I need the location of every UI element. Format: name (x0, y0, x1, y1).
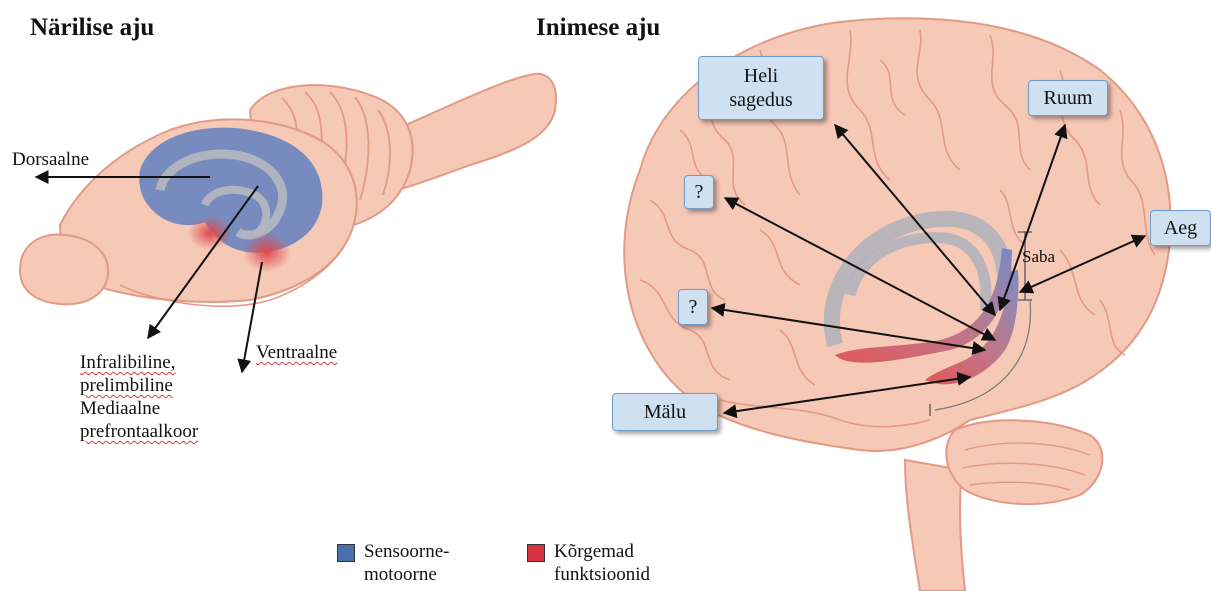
label-infralimbic-text: Infralibiline, (80, 352, 176, 373)
legend-label-sensorimotor: Sensoorne-motoorne (364, 540, 449, 586)
label-ventral: Ventraalne (256, 341, 337, 364)
label-prelimbic-text: prelimbiline (80, 375, 173, 396)
box-ruum: Ruum (1028, 80, 1108, 116)
label-medial-text: Mediaalne (80, 398, 160, 419)
box-question-2: ? (678, 289, 708, 325)
rodent-brain (20, 74, 556, 372)
box-aeg: Aeg (1150, 210, 1211, 246)
legend-swatch-sensorimotor (337, 544, 355, 562)
label-saba: Saba (1022, 245, 1055, 268)
box-question-1: ? (684, 175, 714, 209)
label-dorsal: Dorsaalne (12, 148, 89, 171)
human-brain-title: Inimese aju (536, 14, 660, 42)
label-infralimbic: Infralibiline, prelimbiline Mediaalne pr… (80, 351, 198, 443)
label-prefrontal-text: prefrontaalkoor (80, 421, 198, 442)
rodent-brain-title: Närilise aju (30, 14, 154, 42)
box-malu: Mälu (612, 393, 718, 431)
legend-swatch-higher-functions (527, 544, 545, 562)
